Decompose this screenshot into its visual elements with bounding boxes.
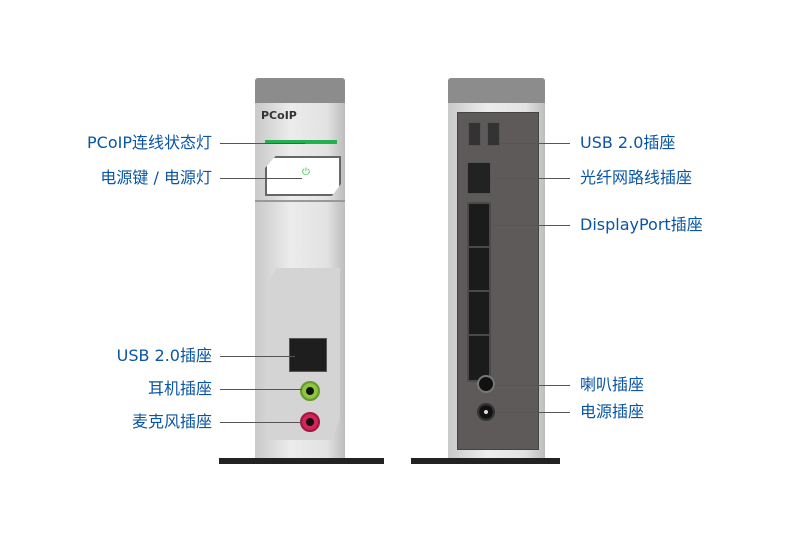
displayport-2[interactable] — [467, 246, 491, 294]
power-button[interactable] — [265, 156, 341, 196]
leader-line — [495, 412, 570, 413]
power-icon: ⏻ — [302, 167, 310, 178]
front-device: PCoIP ⏻ — [255, 78, 345, 458]
front-stand — [219, 458, 384, 464]
leader-line — [490, 225, 570, 226]
label-headphone: 耳机插座 — [147, 379, 212, 398]
label-speaker: 喇叭插座 — [580, 375, 645, 394]
microphone-jack[interactable] — [300, 412, 320, 432]
rear-stand — [411, 458, 560, 464]
front-usb-ports[interactable] — [289, 338, 327, 372]
leader-line — [220, 422, 302, 423]
leader-line — [220, 356, 295, 357]
headphone-jack[interactable] — [300, 381, 320, 401]
pcoip-status-led — [265, 140, 337, 144]
speaker-jack[interactable] — [477, 375, 495, 393]
leader-line — [220, 143, 305, 144]
rear-device — [448, 78, 545, 458]
rear-usb-port-1[interactable] — [468, 122, 481, 146]
rear-top-cap — [448, 78, 545, 103]
ethernet-port[interactable] — [467, 162, 491, 194]
leader-line — [220, 178, 302, 179]
displayport-4[interactable] — [467, 334, 491, 382]
label-power-jack: 电源插座 — [580, 402, 645, 421]
leader-line — [220, 389, 302, 390]
label-ethernet: 光纤网路线插座 — [580, 168, 693, 187]
label-pcoip-status-led: PCoIP连线状态灯 — [87, 133, 212, 152]
label-microphone: 麦克风插座 — [131, 412, 212, 431]
leader-line — [495, 178, 570, 179]
rear-usb-port-2[interactable] — [487, 122, 500, 146]
displayport-1[interactable] — [467, 202, 491, 250]
pcoip-logo: PCoIP — [261, 109, 297, 122]
label-rear-usb: USB 2.0插座 — [580, 133, 676, 152]
leader-line — [500, 143, 570, 144]
front-divider — [255, 200, 345, 202]
power-jack[interactable] — [477, 403, 495, 421]
label-front-usb: USB 2.0插座 — [116, 346, 212, 365]
label-displayport: DisplayPort插座 — [580, 215, 703, 234]
front-top-cap — [255, 78, 345, 103]
label-power-button: 电源键 / 电源灯 — [100, 168, 212, 187]
leader-line — [495, 385, 570, 386]
displayport-3[interactable] — [467, 290, 491, 338]
